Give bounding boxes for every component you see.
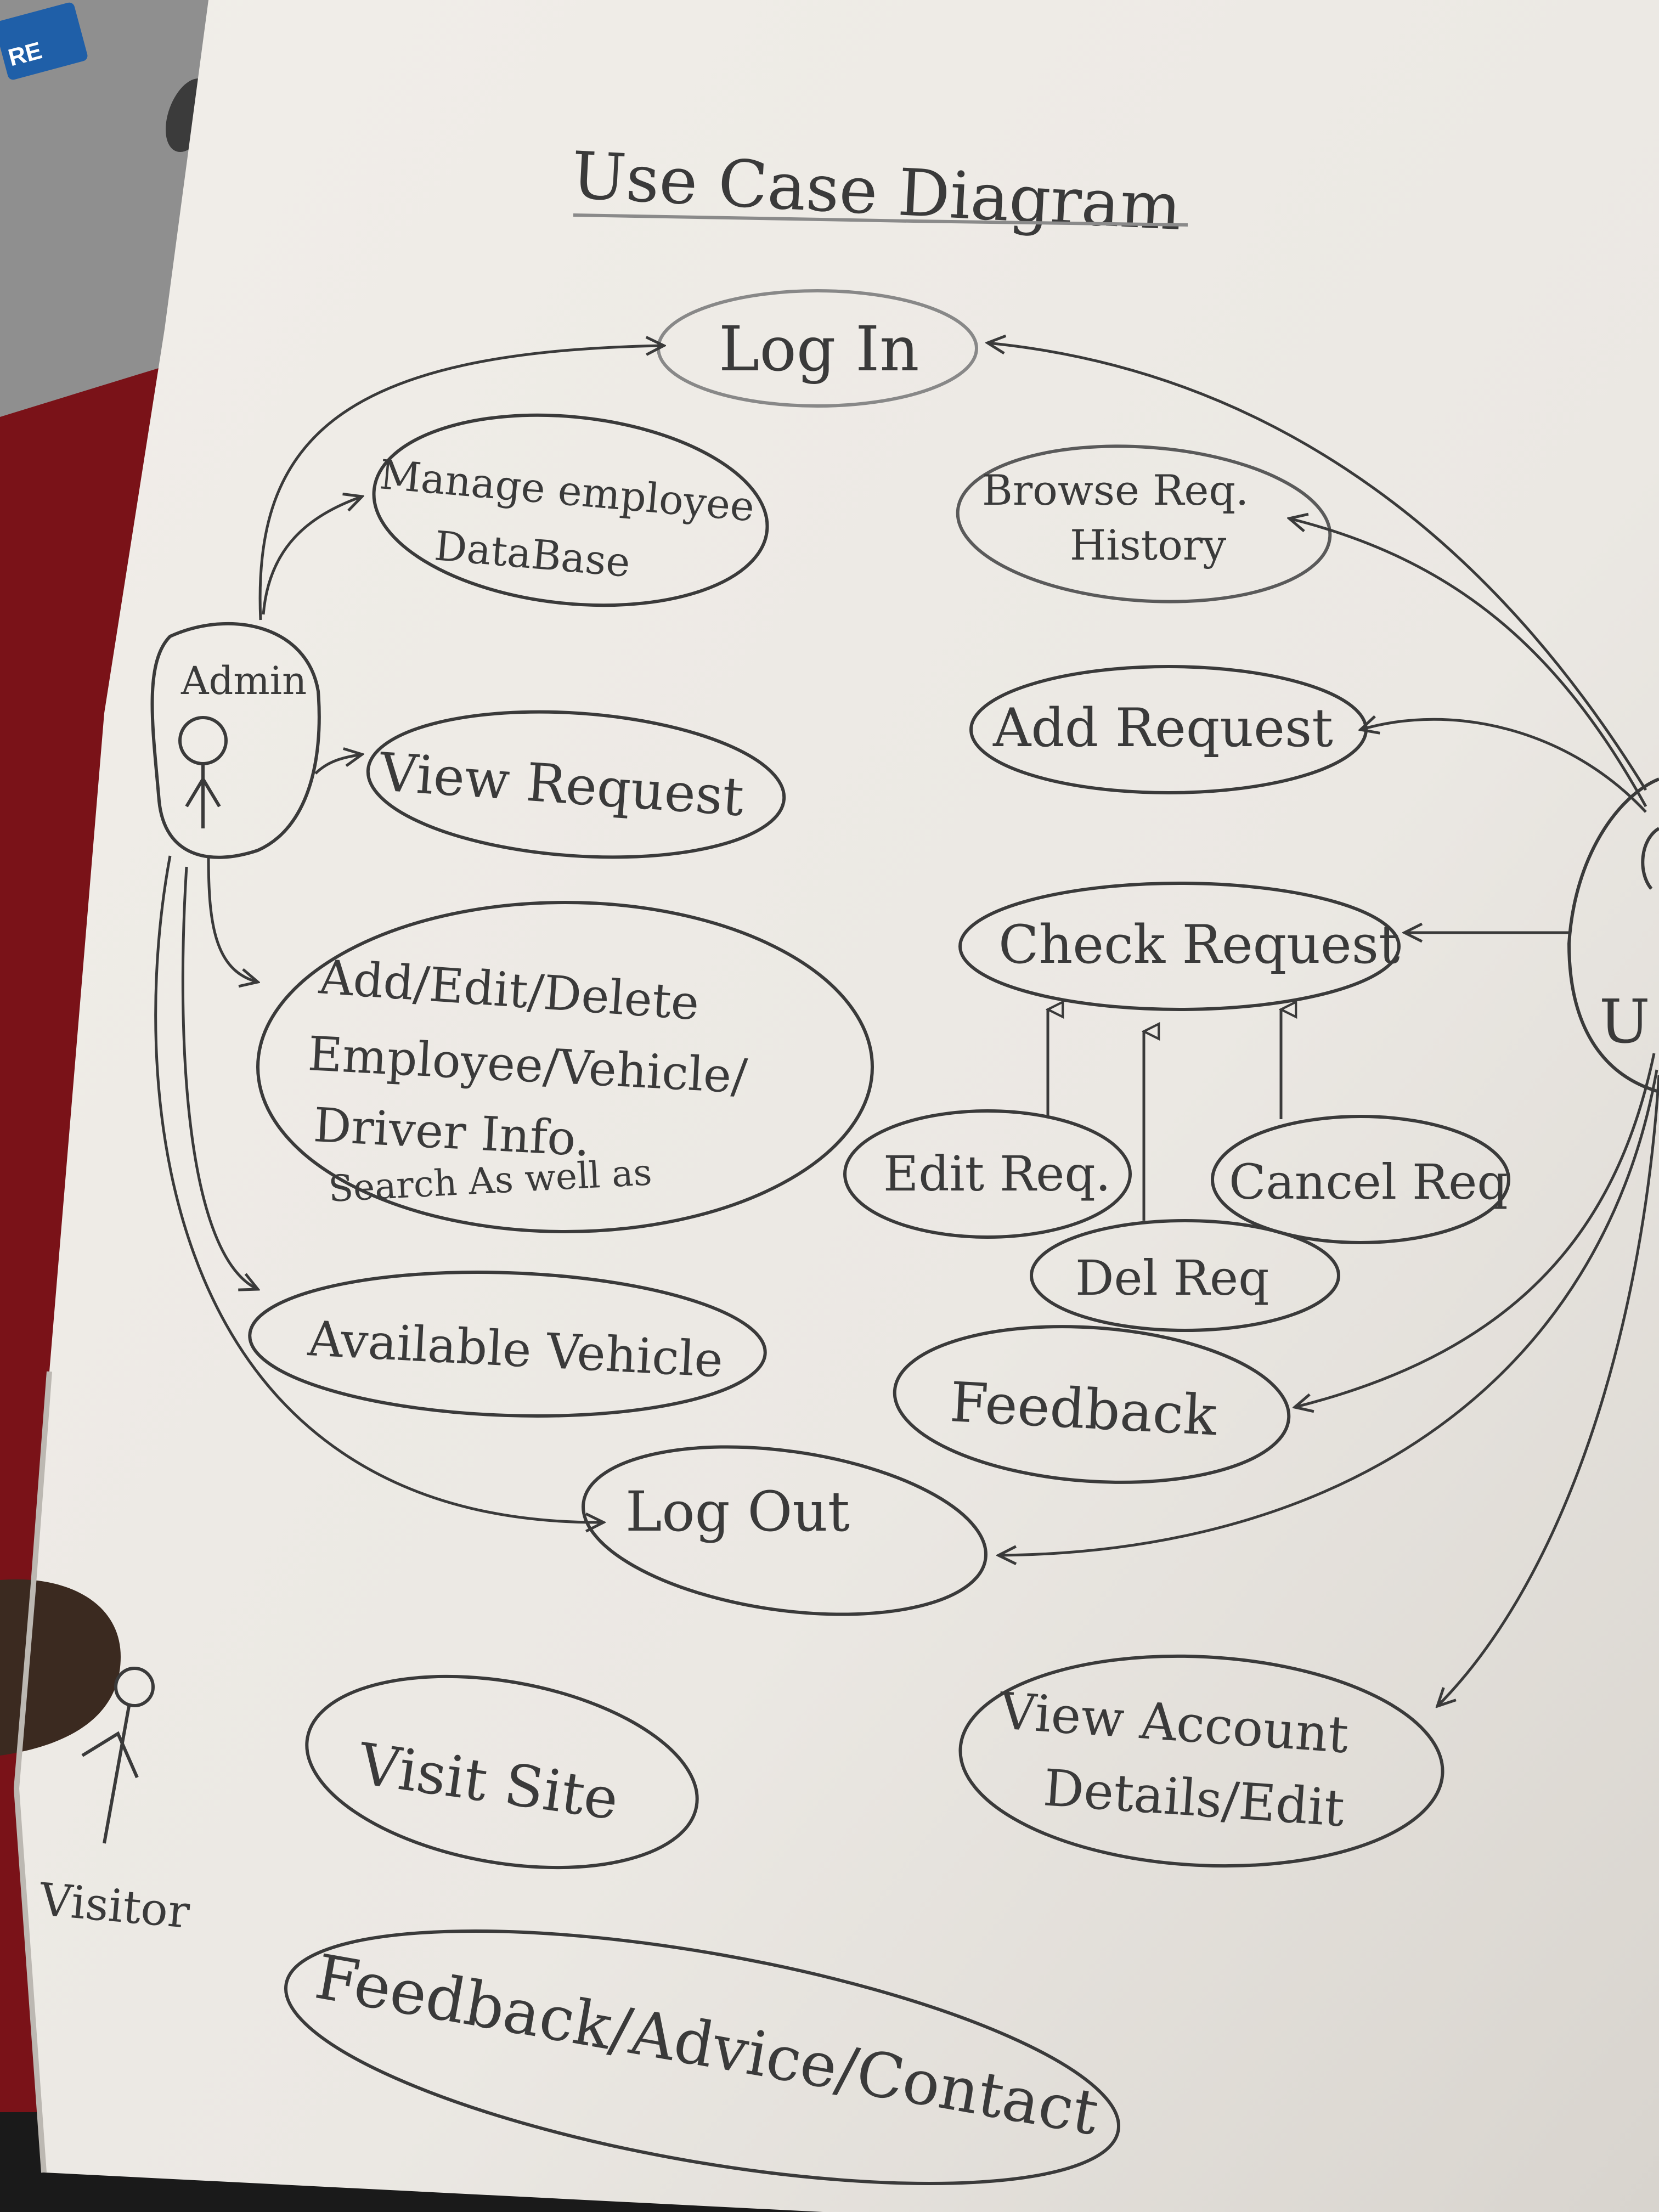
user-label: U — [1599, 986, 1650, 1057]
admin-label: Admin — [180, 658, 307, 703]
use-case-delete-request: Del Req — [1030, 1219, 1340, 1332]
feedback-label: Feedback — [949, 1370, 1219, 1448]
use-case-cancel-request: Cancel Req — [1211, 1115, 1510, 1244]
use-case-check-request: Check Request — [958, 882, 1401, 1011]
use-case-browse-request-history: Browse Req. History — [956, 444, 1332, 603]
paper-edge-shadow — [13, 1371, 52, 2173]
edit-req-label: Edit Req. — [883, 1146, 1111, 1202]
log-in-label: Log In — [719, 314, 919, 385]
use-case-log-out: Log Out — [582, 1445, 988, 1616]
check-request-label: Check Request — [998, 914, 1400, 975]
title-underline — [573, 213, 1188, 227]
paper-sheet — [16, 0, 1659, 2212]
browse-line2: History — [1070, 521, 1226, 569]
user-actor: U — [1567, 777, 1659, 1093]
admin-associations — [154, 346, 664, 1522]
use-case-feedback: Feedback — [893, 1325, 1291, 1484]
use-case-edit-request: Edit Req. — [843, 1109, 1132, 1239]
laptop-sticker — [0, 2, 88, 80]
add-request-label: Add Request — [992, 697, 1333, 759]
cancel-req-label: Cancel Req — [1229, 1154, 1508, 1210]
extension-arrows — [1048, 1009, 1281, 1221]
admin-actor: Admin — [150, 622, 321, 859]
del-req-label: Del Req — [1075, 1250, 1269, 1306]
browse-line1: Browse Req. — [982, 466, 1249, 515]
log-out-label: Log Out — [625, 1480, 850, 1544]
user-associations — [988, 343, 1659, 1706]
